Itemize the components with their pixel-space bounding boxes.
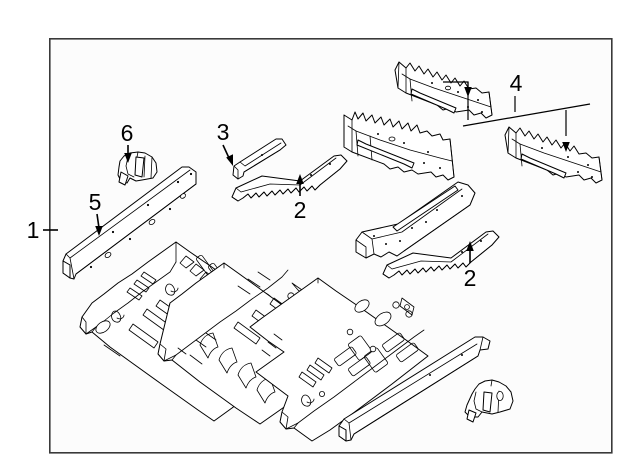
- part-body-mount-bracket-lower: [464, 379, 514, 423]
- callout-3-label: 3: [217, 119, 230, 145]
- part-floor-cross-member-front: [343, 111, 455, 181]
- callout-2-left: 2: [294, 174, 307, 223]
- callout-2-right: 2: [464, 241, 477, 291]
- callout-2-right-label: 2: [464, 265, 477, 291]
- callout-5: 5: [89, 189, 103, 236]
- callout-4: 4: [443, 70, 591, 152]
- callout-2-left-label: 2: [294, 197, 307, 223]
- part-floor-cross-member-rear-right: [504, 126, 603, 184]
- part-rear-floor-pan: [249, 277, 429, 442]
- part-rocker-panel-right: [338, 336, 491, 442]
- part-rocker-panel-left: [62, 166, 197, 280]
- part-side-sill-extension: [232, 138, 287, 180]
- callout-5-label: 5: [89, 189, 102, 215]
- callout-1-label: 1: [27, 217, 40, 243]
- callout-4-label: 4: [510, 70, 523, 96]
- callout-6: 6: [121, 120, 134, 163]
- callout-1: 1: [27, 217, 58, 243]
- part-side-sill-reinforcement-right: [382, 230, 500, 279]
- callout-3: 3: [217, 119, 233, 166]
- part-side-sill-reinforcement-left: [231, 154, 348, 202]
- callout-6-label: 6: [121, 120, 134, 146]
- part-floor-cross-member-center: [355, 181, 476, 259]
